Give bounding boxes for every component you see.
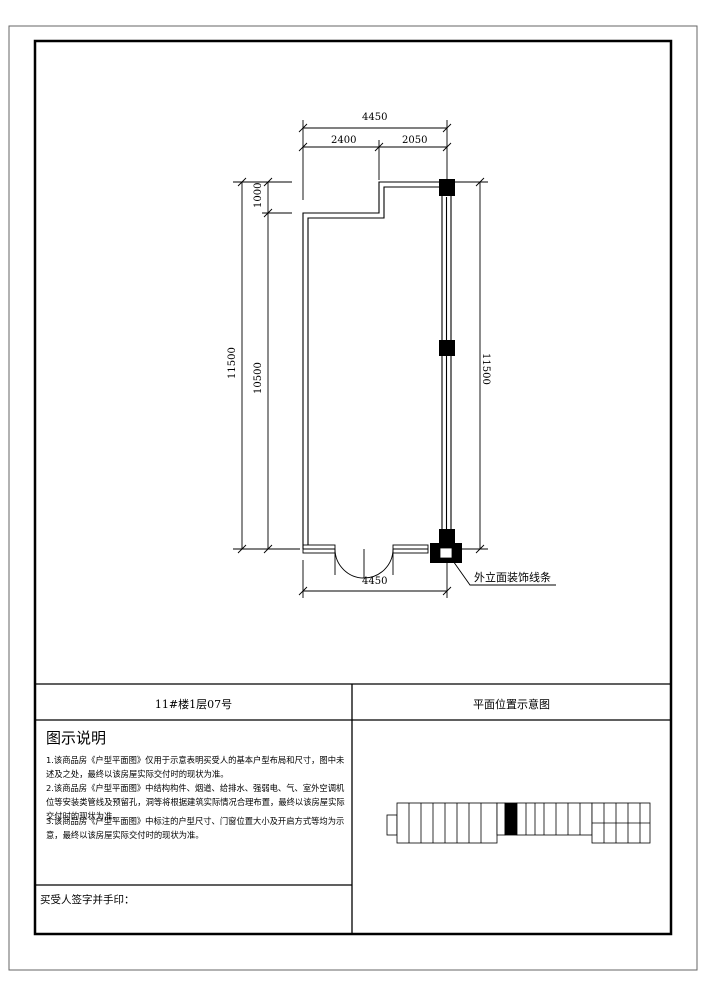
note-3: 3.该商品房《户型平面图》中标注的户型尺寸、门窗位置大小及开启方式等均为示意，最…	[46, 816, 345, 840]
location-header: 平面位置示意图	[473, 698, 550, 711]
note-2: 2.该商品房《户型平面图》中结构构件、烟道、给排水、强弱电、气、室外空调机位等安…	[46, 783, 345, 821]
unit-name: 11#楼1层07号	[154, 698, 233, 711]
dim-top-right: 2050	[402, 135, 428, 146]
callout-label: 外立面装饰线条	[474, 571, 551, 584]
signature-label: 买受人签字并手印：	[40, 894, 135, 906]
dim-right-height: 11500	[480, 353, 491, 385]
dim-top-total: 4450	[362, 112, 388, 123]
dim-left-upper: 1000	[253, 182, 264, 208]
unit-highlight	[504, 802, 518, 836]
dim-top-left: 2400	[331, 135, 357, 146]
dim-left-outer: 11500	[227, 347, 238, 379]
inner-frame	[33, 39, 673, 936]
legend-title: 图示说明	[46, 729, 107, 747]
entrance-door	[302, 544, 429, 579]
dim-bottom-width: 4450	[362, 576, 388, 587]
room-walls	[302, 181, 452, 549]
dim-left-inner: 10500	[253, 362, 264, 394]
site-key-plan	[386, 802, 651, 844]
column-core	[439, 547, 453, 559]
left-dimension-lines	[233, 177, 300, 554]
bottom-dimension-lines	[298, 560, 452, 598]
outer-frame	[8, 25, 698, 971]
title-block-grid	[35, 683, 671, 934]
note-1: 1.该商品房《户型平面图》仅用于示意表明买受人的基本户型布局和尺寸，图中未述及之…	[46, 755, 345, 779]
top-dimension-lines	[298, 120, 452, 200]
